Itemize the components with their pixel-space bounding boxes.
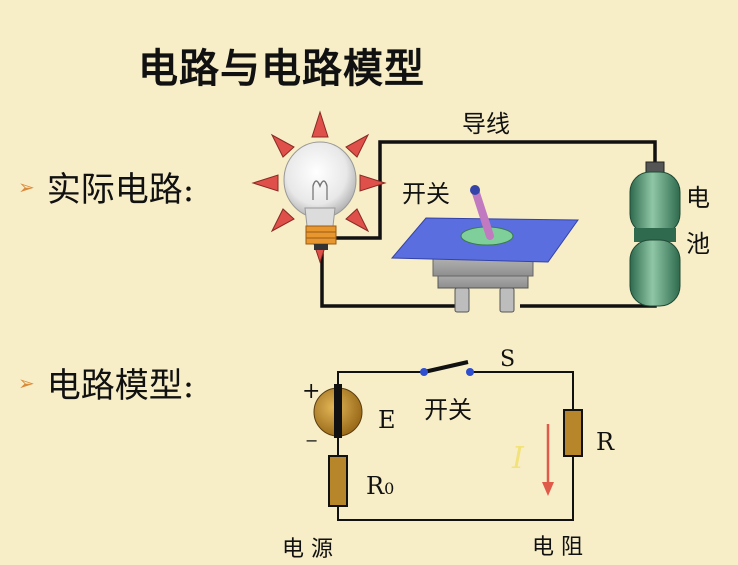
battery-label-1: 电 xyxy=(686,184,710,212)
load-resistor-icon xyxy=(563,409,583,457)
bullet-real-circuit: ➢ 实际电路: xyxy=(18,162,194,211)
model-switch-label: 开关 xyxy=(424,396,472,424)
wire-label: 导线 xyxy=(462,110,510,138)
battery-label-2: 池 xyxy=(686,230,710,258)
minus-sign: − xyxy=(305,431,318,450)
plus-sign: + xyxy=(302,379,320,404)
light-bulb-icon xyxy=(283,141,357,250)
real-circuit-heading: 实际电路: xyxy=(46,170,195,210)
bullet-arrow-icon: ➢ xyxy=(18,370,35,395)
battery-icon xyxy=(629,161,681,307)
internal-resistor-icon xyxy=(328,455,348,507)
model-wires xyxy=(337,371,574,521)
bullet-circuit-model: ➢ 电路模型: xyxy=(18,358,194,407)
load-caption: 电 阻 xyxy=(532,535,583,560)
knife-switch-icon xyxy=(390,185,579,313)
resistor-label: R xyxy=(596,428,615,456)
current-arrow-icon xyxy=(542,424,554,496)
circuit-model-heading: 电路模型: xyxy=(46,366,195,406)
internal-resistance-label: R0 xyxy=(366,472,394,500)
source-caption: 电 源 xyxy=(282,537,333,562)
emf-label: E xyxy=(378,406,396,434)
page-title: 电路与电路模型 xyxy=(138,46,425,92)
voltage-source-icon xyxy=(313,384,363,438)
model-switch-icon xyxy=(420,360,474,376)
switch-label: 开关 xyxy=(402,180,450,208)
bullet-arrow-icon: ➢ xyxy=(18,174,35,199)
switch-letter: S xyxy=(500,347,515,372)
current-label: I xyxy=(511,441,525,476)
